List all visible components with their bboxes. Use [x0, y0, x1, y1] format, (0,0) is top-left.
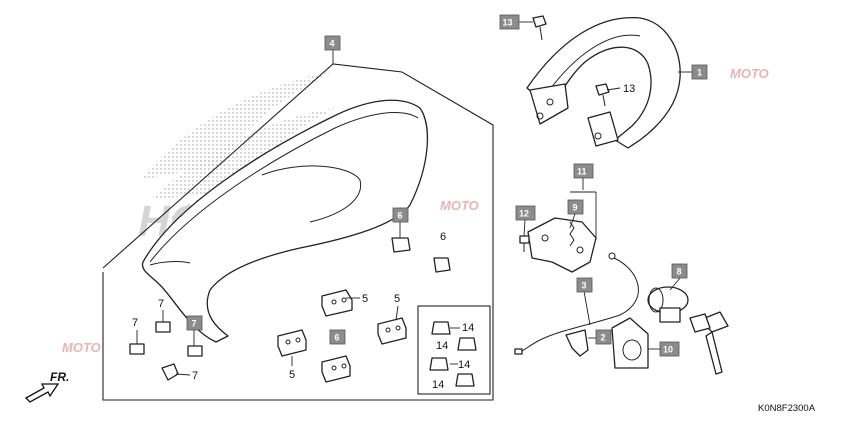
svg-text:9: 9 [573, 203, 578, 213]
svg-text:7: 7 [192, 319, 197, 329]
seat-cushion-lower [433, 257, 451, 273]
cable-clip [565, 329, 589, 357]
svg-text:MOTO: MOTO [730, 66, 769, 81]
seat-lock-cable [514, 252, 639, 355]
label-6: 6 [440, 231, 446, 243]
keys [689, 311, 729, 375]
label-14-b: 14 [436, 340, 448, 352]
svg-text:6: 6 [398, 211, 403, 221]
svg-text:8: 8 [677, 267, 682, 277]
callout-13: 13 [499, 14, 520, 30]
callout-12: 12 [515, 205, 536, 221]
callout-9: 9 [567, 199, 584, 215]
callout-3: 3 [576, 277, 593, 293]
svg-text:6: 6 [335, 333, 340, 343]
seat-grommet-4 [161, 363, 179, 381]
svg-text:1: 1 [697, 68, 702, 78]
label-5-c: 5 [289, 369, 295, 381]
seat-grommet-1 [155, 321, 171, 333]
seat-bumper-1 [431, 321, 451, 335]
label-7-a: 7 [158, 298, 164, 310]
seat-block-1 [321, 289, 353, 317]
label-7-c: 7 [192, 370, 198, 382]
svg-text:MOTO: MOTO [62, 340, 101, 355]
seat-bumper-2 [457, 337, 477, 351]
grab-rail-bolt-upper [532, 15, 547, 41]
svg-text:2: 2 [601, 333, 606, 343]
seat-grommet-2 [129, 343, 145, 355]
seat-cushion-upper [391, 237, 411, 253]
label-14-c: 14 [458, 359, 470, 371]
svg-text:10: 10 [663, 345, 673, 355]
svg-text:11: 11 [577, 167, 587, 177]
svg-text:13: 13 [503, 18, 513, 28]
seat-block-3 [277, 329, 307, 357]
label-7-b: 7 [132, 317, 138, 329]
callout-7: 7 [186, 315, 203, 331]
seat-bumper-3 [429, 357, 449, 371]
callout-2: 2 [595, 329, 612, 345]
bracket-bolt [519, 235, 530, 252]
callout-11: 11 [573, 163, 594, 179]
label-5-a: 5 [362, 293, 368, 305]
label-14-a: 14 [462, 322, 474, 334]
diagram-code: K0N8F2300A [758, 403, 816, 414]
grab-rail-bolt-lower [595, 83, 610, 107]
svg-text:MOTO: MOTO [440, 198, 479, 213]
lock-cover [611, 317, 649, 369]
callout-1: 1 [691, 64, 708, 80]
seat-bumper-4 [455, 373, 475, 387]
svg-text:12: 12 [519, 209, 529, 219]
callout-8: 8 [671, 263, 688, 279]
seat-bumper-frame [417, 305, 491, 395]
label-14-d: 14 [432, 379, 444, 391]
svg-text:4: 4 [330, 39, 335, 49]
callout-6: 6 [392, 207, 409, 223]
svg-text:3: 3 [582, 281, 587, 291]
moto-watermark: MOTO MOTO MOTO [62, 66, 769, 355]
seat-lock-bracket [527, 217, 597, 273]
seat-lock-cylinder [647, 286, 689, 323]
callout-10: 10 [659, 341, 680, 357]
seat-block-2 [377, 317, 407, 345]
label-5-b: 5 [394, 293, 400, 305]
seat-grommet-3 [187, 345, 203, 357]
seat-block-4 [321, 355, 351, 383]
front-direction-arrow: FR. [24, 370, 69, 403]
callout-6b: 6 [329, 329, 346, 345]
label-13: 13 [623, 83, 635, 95]
callout-4: 4 [324, 35, 341, 51]
front-label: FR. [50, 370, 69, 384]
grab-rail [526, 16, 681, 149]
